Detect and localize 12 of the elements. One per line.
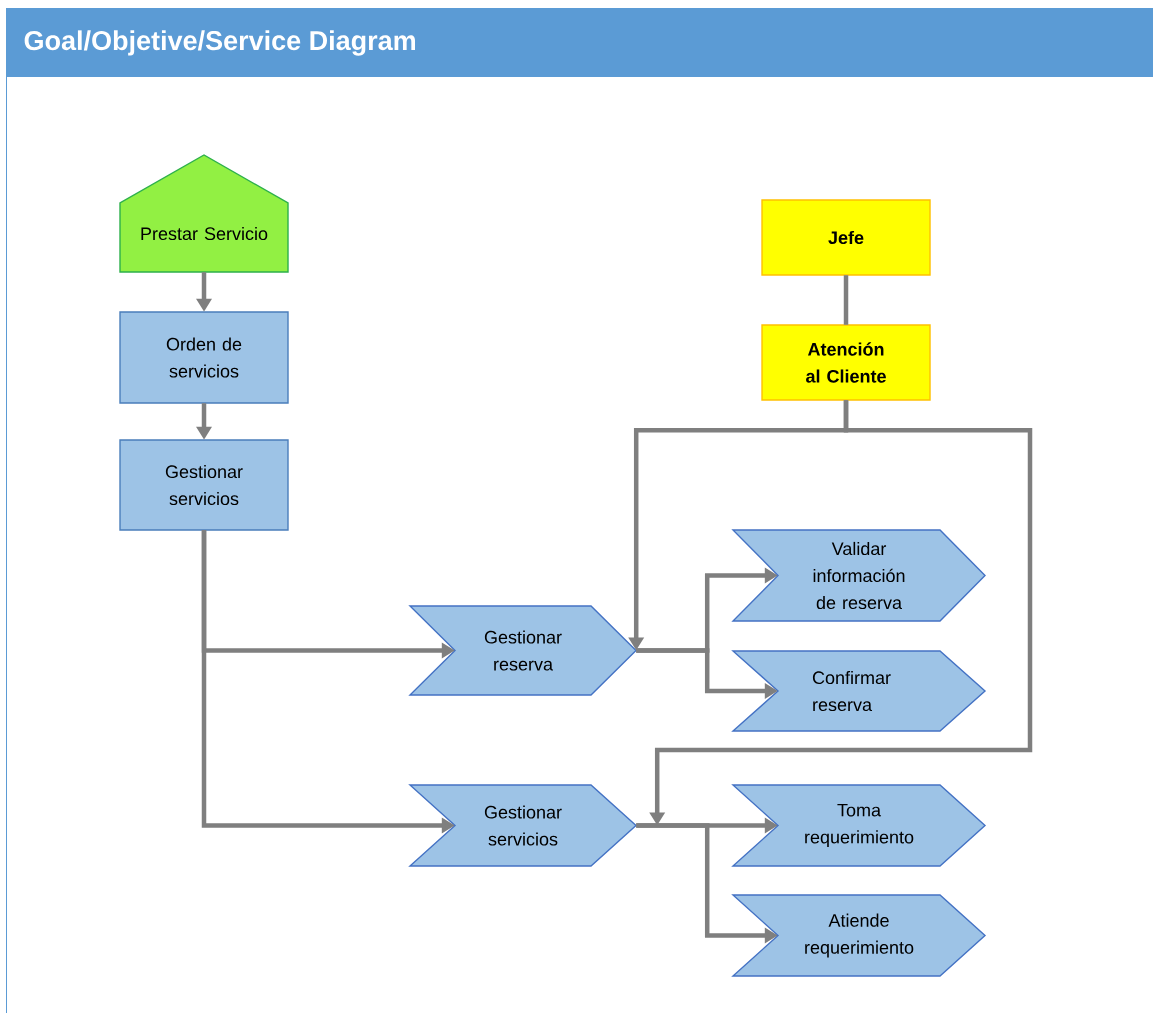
process-box: Jefe (761, 199, 931, 276)
service-chevron: Confirmar reserva (731, 650, 987, 732)
service-chevron: Toma requerimiento (731, 784, 987, 867)
process-box: Gestionar servicios (119, 439, 289, 531)
process-box: Atención al Cliente (761, 324, 931, 401)
service-chevron: Gestionar reserva (408, 605, 637, 696)
service-chevron: Atiende requerimiento (731, 894, 987, 977)
header-bar: Goal/Objetive/Service Diagram (6, 8, 1153, 77)
process-box: Orden de servicios (119, 311, 289, 404)
service-chevron: Validar información de reserva (731, 529, 986, 622)
service-chevron: Gestionar servicios (408, 784, 638, 867)
goal-pentagon: Prestar Servicio (119, 154, 289, 273)
